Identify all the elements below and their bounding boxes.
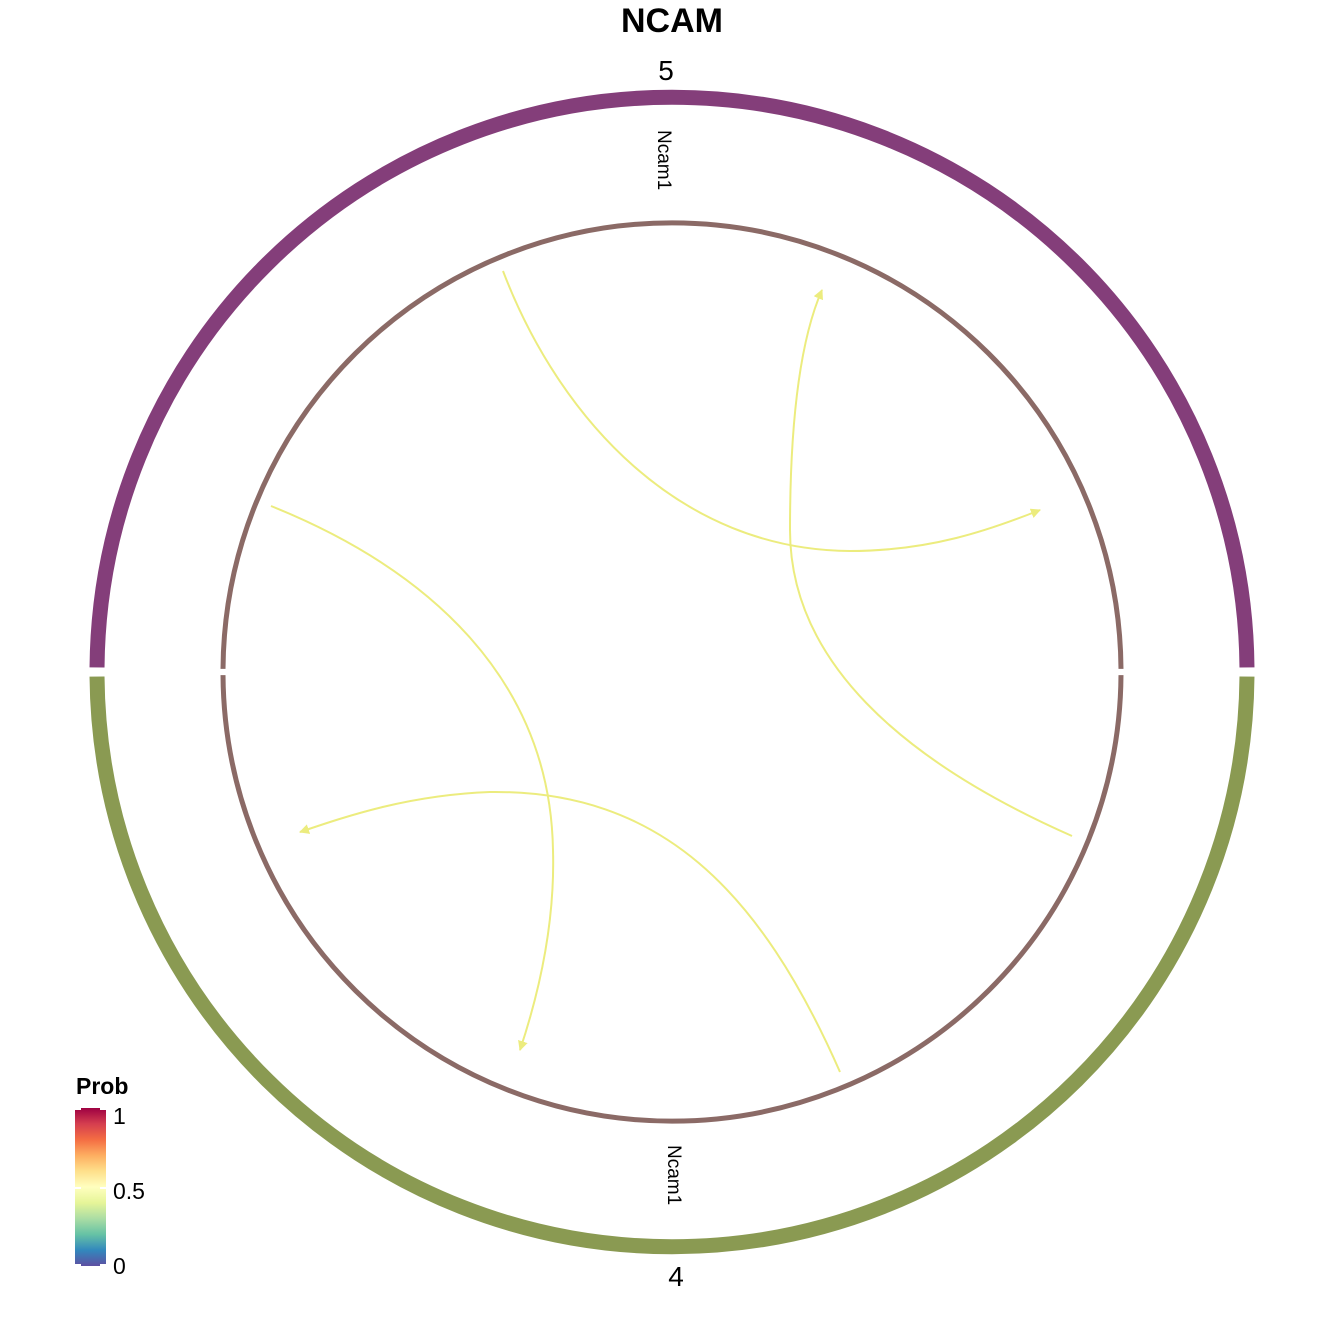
sector-label-5: 5 bbox=[658, 55, 674, 86]
link-5-to-4 bbox=[270, 505, 555, 1051]
sector-label-4: 4 bbox=[668, 1261, 684, 1292]
sector-arc-5 bbox=[89, 89, 1255, 668]
gene-track-arc-4 bbox=[220, 675, 1124, 1124]
diagram-title: NCAM bbox=[621, 2, 723, 40]
gene-track-arc-5 bbox=[220, 220, 1124, 669]
legend-title: Prob bbox=[76, 1073, 128, 1099]
legend-tick-marks bbox=[75, 1108, 106, 1266]
link-4-to-5 bbox=[788, 289, 1073, 837]
sector-arc-4 bbox=[89, 676, 1255, 1255]
link-4-to-4 bbox=[299, 790, 841, 1073]
gene-label-sector-5: Ncam1 bbox=[653, 130, 674, 190]
link-5-to-5 bbox=[502, 270, 1041, 553]
links-group bbox=[270, 270, 1073, 1073]
legend-tick-label-0: 0 bbox=[113, 1253, 126, 1279]
legend-tick-label-0.5: 0.5 bbox=[113, 1178, 145, 1204]
legend: Prob 1 0.5 0 bbox=[75, 1073, 145, 1279]
gene-label-sector-4: Ncam1 bbox=[663, 1145, 684, 1205]
legend-tick-label-1: 1 bbox=[113, 1103, 126, 1129]
